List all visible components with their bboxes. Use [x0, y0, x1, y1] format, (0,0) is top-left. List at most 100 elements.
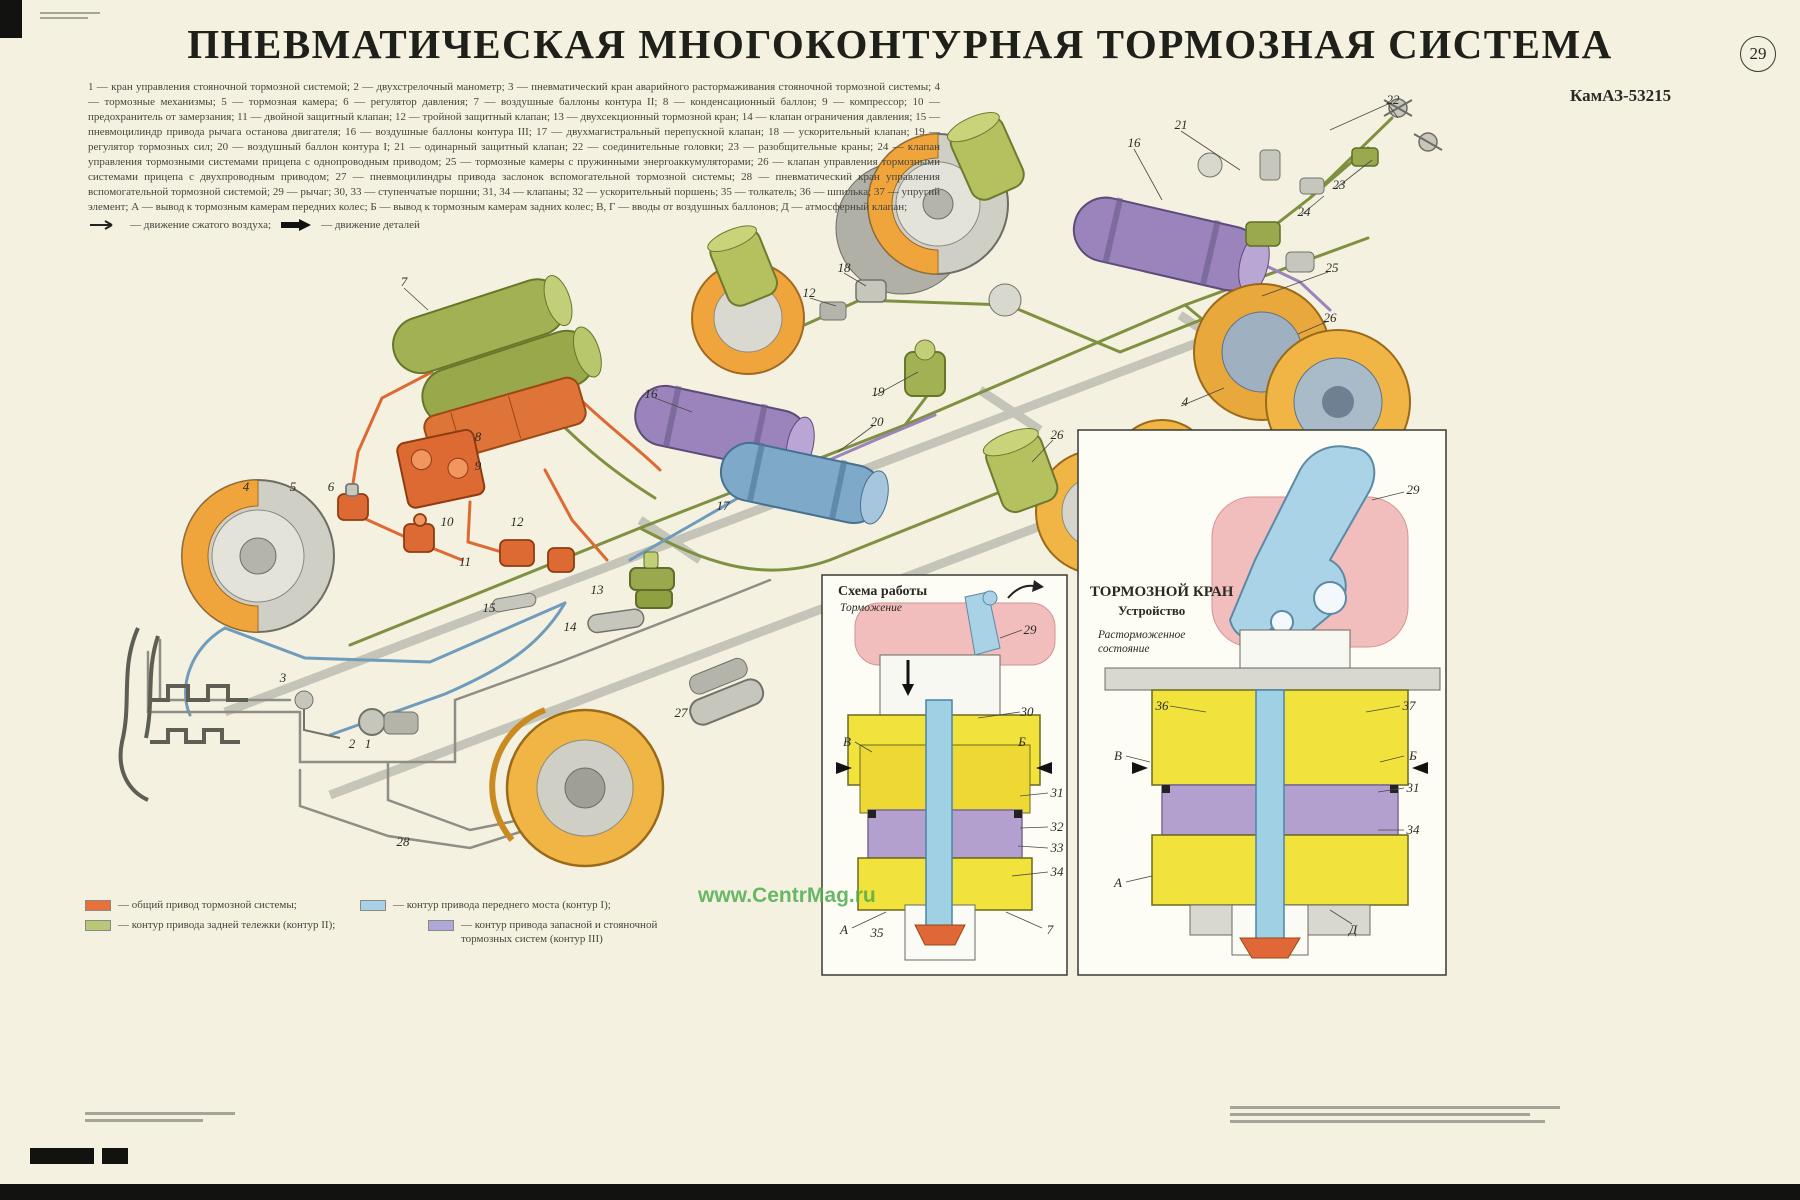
callout-label: 7 [1046, 922, 1054, 937]
callout-label: 22 [1386, 92, 1400, 107]
trailer-control-valves [1197, 152, 1315, 273]
color-legend-entry: — контур привода переднего моста (контур… [360, 898, 670, 912]
brake-force-regulator [904, 339, 946, 397]
air-tank-circuit1 [719, 441, 889, 525]
callout-label: 16 [1127, 135, 1141, 150]
small-print-line [85, 1119, 203, 1122]
callout-label: 19 [871, 384, 885, 399]
air-tank-circuit3-a [1072, 196, 1270, 294]
air-flow-arrow-label: — движение сжатого воздуха; [130, 219, 272, 231]
parts-legend: 1 — кран управления стояночной тормозной… [88, 80, 940, 231]
callout-label: 2 [348, 736, 356, 751]
print-mark-2 [102, 1148, 128, 1164]
callout-label: 11 [458, 554, 472, 569]
inset-working-title: Схема работы [838, 584, 928, 599]
color-legend-entry: — контур привода запасной и стояночной т… [428, 918, 683, 946]
callout-label: Б [1409, 748, 1417, 763]
inset-working-scheme [821, 574, 1068, 976]
parts-legend-text: 1 — кран управления стояночной тормозной… [88, 81, 940, 213]
callout-label: 32 [1050, 819, 1064, 834]
callout-label: 33 [1050, 840, 1064, 855]
inset-device-title2: Устройство [1118, 603, 1186, 618]
callout-label: 26 [1050, 427, 1064, 442]
protection-valves [337, 483, 575, 573]
callout-label: 31 [1050, 785, 1064, 800]
callout-label: 29 [1023, 622, 1037, 637]
callout-label: 34 [1050, 864, 1064, 879]
pipes-circuit1-blue [184, 496, 740, 737]
air-tanks-circuit2 [392, 275, 602, 426]
callout-label: 6 [327, 479, 335, 494]
pressure-limit-valve [587, 608, 645, 634]
compressor [396, 428, 486, 509]
callout-label: 3 [279, 670, 287, 685]
callout-label: 10 [440, 514, 454, 529]
inset-device-subtitle: Расторможенное состояние [1098, 629, 1186, 655]
callout-label: 12 [510, 514, 524, 529]
sheet-number-badge: 29 [1740, 36, 1776, 72]
callout-label: 7 [400, 274, 408, 289]
trailer-couplings [1259, 98, 1443, 195]
accelerator-valve [819, 279, 1022, 321]
flow-arrow-legend: — движение сжатого воздуха; — движение д… [88, 219, 940, 231]
print-mark-1 [30, 1148, 94, 1164]
color-legend-label: — контур привода задней тележки (контур … [118, 919, 336, 931]
bottom-black-strip [0, 1184, 1800, 1200]
callout-label: 17 [716, 498, 730, 513]
callout-label: В [1114, 748, 1122, 763]
callout-label: 13 [590, 582, 604, 597]
callout-label: 26 [1323, 310, 1337, 325]
callout-label: 25 [1325, 260, 1339, 275]
color-legend-label: — контур привода переднего моста (контур… [393, 899, 611, 911]
color-swatch [428, 920, 454, 931]
small-print-line [40, 17, 88, 19]
color-legend-entry: — контур привода задней тележки (контур … [85, 918, 365, 932]
small-print-line [1230, 1113, 1530, 1116]
callout-label: 34 [1406, 822, 1420, 837]
color-legend-label: — общий привод тормозной системы; [118, 899, 297, 911]
rear-top-brake [835, 112, 1025, 295]
callout-label: 23 [1332, 177, 1346, 192]
callout-label: 14 [563, 619, 577, 634]
callout-label: 5 [289, 479, 297, 494]
engine-stop-cylinder [491, 592, 537, 613]
color-legend-label: — контур привода запасной и стояночной т… [461, 919, 658, 945]
callout-label: 21 [1174, 117, 1188, 132]
callout-label: 30 [1020, 704, 1034, 719]
callout-label: 27 [674, 705, 688, 720]
bottom-brake-drum [489, 707, 665, 868]
callout-label: А [840, 922, 848, 937]
callout-label: 36 [1155, 698, 1169, 713]
callout-label: А [1114, 875, 1122, 890]
front-left-brake [181, 479, 335, 633]
callout-label: 8 [474, 429, 482, 444]
small-print-line [40, 12, 100, 14]
color-swatch [360, 900, 386, 911]
inset-working-subtitle: Торможение [840, 602, 902, 614]
aux-brake-cylinders [689, 657, 765, 726]
callout-label: 35 [870, 925, 884, 940]
watermark-text: www.CentrMag.ru [698, 884, 876, 907]
callout-label: 4 [1181, 394, 1189, 409]
callout-label: Д [1348, 922, 1358, 937]
callout-label: 28 [396, 834, 410, 849]
scan-mark-top-left [0, 0, 22, 38]
callout-label: 16 [644, 386, 658, 401]
color-legend-entry: — общий привод тормозной системы; [85, 898, 355, 912]
parts-motion-arrow-label: — движение деталей [321, 219, 420, 231]
parts-motion-arrow-icon [281, 219, 312, 231]
callout-label: 20 [870, 414, 884, 429]
callout-label: 4 [242, 479, 250, 494]
small-print-line [1230, 1106, 1560, 1109]
callout-label: 18 [837, 260, 851, 275]
callout-label: Б [1018, 734, 1026, 749]
callout-label: В [843, 734, 851, 749]
air-flow-arrow-icon [90, 220, 113, 230]
front-axle-hoses [118, 627, 248, 802]
callout-label: 1 [364, 736, 372, 751]
dual-brake-valve [629, 551, 675, 609]
inset-brake-valve-device [1077, 429, 1447, 976]
